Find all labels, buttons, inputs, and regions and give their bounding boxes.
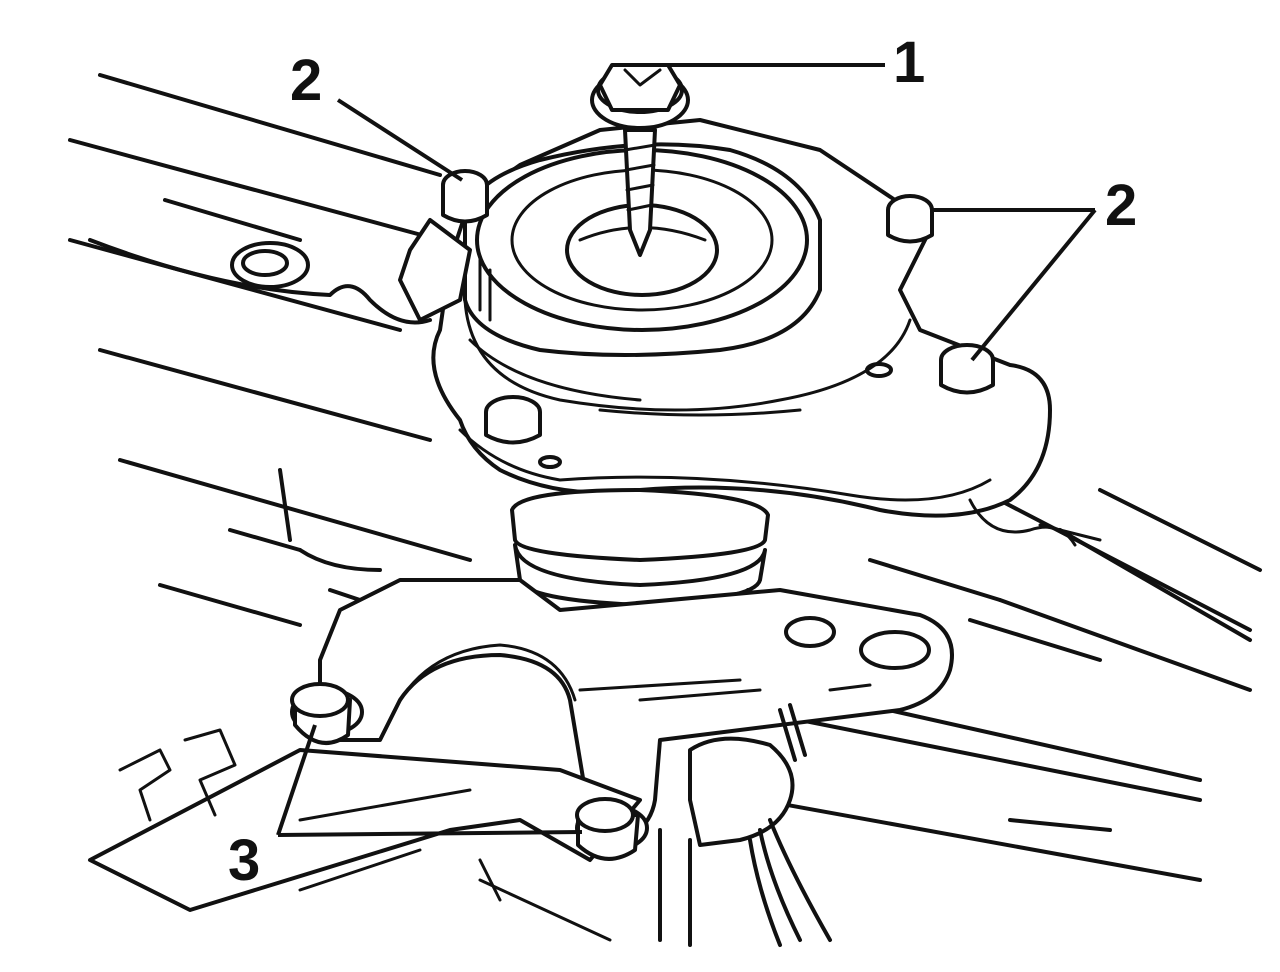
callout-label-3: 3	[228, 828, 260, 893]
lower-bracket	[318, 578, 954, 842]
bracket-bolts	[290, 682, 649, 861]
leader-2-right-b	[970, 208, 1097, 362]
frame-rails	[68, 73, 1262, 882]
body-panel	[88, 238, 432, 325]
lower-frame	[88, 728, 642, 942]
nut-top-right	[886, 194, 934, 244]
callout-label-2-right: 2	[1105, 173, 1137, 238]
nut-right-lower	[939, 343, 995, 395]
callout-label-2-left: 2	[290, 48, 322, 113]
sub-frame	[658, 703, 832, 947]
nut-left-lower	[484, 395, 542, 445]
callout-labels: 1 2 2 3	[228, 30, 1137, 893]
bracket-bolt-left	[290, 682, 364, 745]
callout-leaders	[276, 63, 1097, 837]
leader-3-b	[277, 830, 583, 837]
center-bolt	[590, 63, 690, 257]
bracket-bolt-right	[575, 797, 649, 861]
callout-label-1: 1	[893, 30, 925, 95]
leader-2-left	[336, 98, 464, 182]
leader-3-a	[276, 724, 317, 836]
nut-top-left	[398, 169, 489, 322]
